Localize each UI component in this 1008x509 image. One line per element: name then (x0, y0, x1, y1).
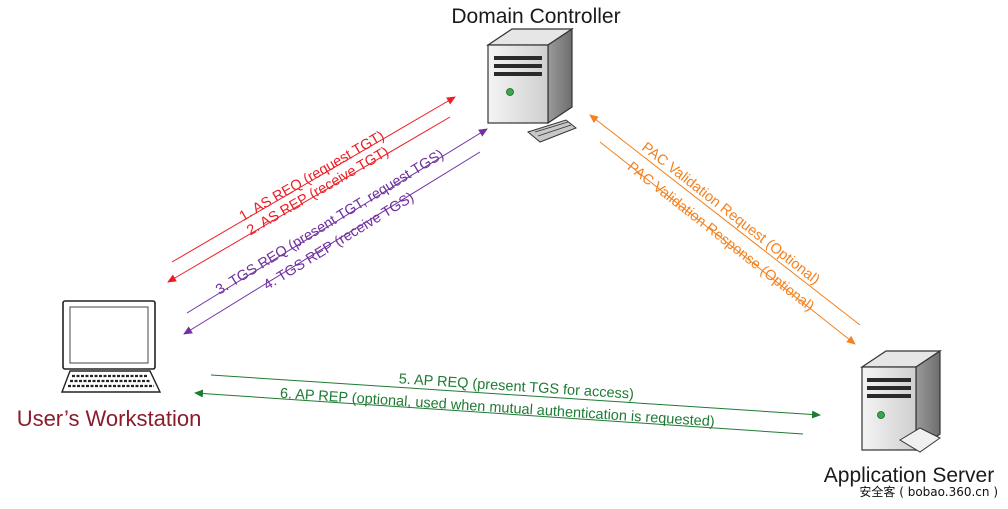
tgs-req-arrow (186, 128, 488, 314)
ap-rep-arrow (194, 389, 804, 435)
as-rep-arrow (167, 116, 451, 283)
watermark-text: 安全客 ( bobao.360.cn ) (859, 484, 998, 499)
application-server-label: Application Server (824, 464, 994, 487)
as-req-arrow (171, 96, 456, 263)
workstation-label: User’s Workstation (17, 406, 202, 431)
workstation-computer-icon (60, 300, 162, 393)
pac-response-arrow (599, 141, 856, 345)
pac-response-label: PAC Validation Response (Optional) (624, 159, 817, 315)
domain-controller-server-icon (486, 27, 577, 143)
domain-controller-label: Domain Controller (451, 5, 620, 28)
ap-req-arrow (210, 374, 821, 419)
application-server-icon (860, 349, 942, 453)
pac-request-label: PAC Validation Request (Optional) (638, 139, 822, 288)
pac-request-arrow (589, 114, 861, 326)
tgs-rep-arrow (183, 151, 481, 335)
